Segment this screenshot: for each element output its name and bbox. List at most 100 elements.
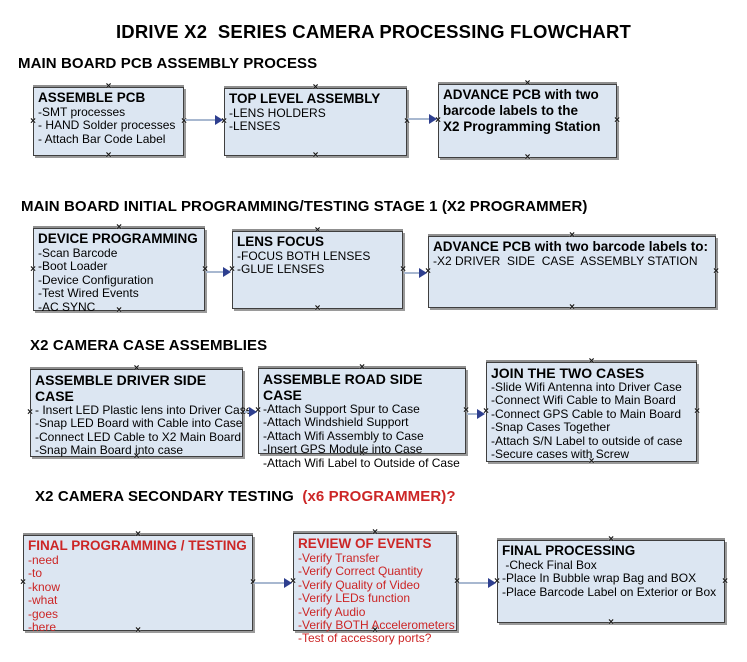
box-line: -Attach Wifi Assembly to Case — [263, 428, 424, 443]
flow-connector-arrow[interactable] — [244, 407, 257, 417]
flow-box-assemble-road-side-case[interactable]: ASSEMBLE ROAD SIDE CASE -Attach Support … — [255, 363, 469, 470]
box-line: -LENS HOLDERS — [229, 106, 326, 120]
connection-point-marker: × — [30, 263, 36, 275]
flow-box-assemble-driver-side-case[interactable]: ASSEMBLE DRIVER SIDE CASE - Insert LED P… — [27, 364, 253, 462]
flow-connector-arrow[interactable] — [185, 115, 223, 125]
box-lines: -need-to-know-what-goes-here — [28, 553, 248, 635]
section-heading-initial-programming: MAIN BOARD INITIAL PROGRAMMING/TESTING S… — [21, 198, 588, 215]
box-line: -GLUE LENSES — [237, 262, 325, 277]
connection-point-marker: × — [722, 575, 728, 587]
box-title: REVIEW OF EVENTS — [298, 536, 432, 551]
box-title: ADVANCE PCB with two barcode labels to t… — [443, 87, 601, 134]
flow-connector-arrow[interactable] — [254, 578, 292, 588]
flow-box-final-programming-testing[interactable]: FINAL PROGRAMMING / TESTING -need-to-kno… — [20, 530, 256, 636]
connection-point-marker: × — [569, 302, 575, 313]
box-title: DEVICE PROGRAMMING — [38, 231, 198, 246]
arrow-line — [254, 582, 286, 584]
box-line: -Snap Main Board into case — [35, 443, 184, 458]
connection-point-marker: × — [614, 115, 620, 126]
connection-point-marker: × — [27, 407, 33, 418]
connection-point-marker: × — [713, 266, 719, 277]
arrow-head-icon — [249, 407, 257, 417]
box-line: -Verify BOTH Accelerometers — [298, 618, 455, 633]
box-title: ASSEMBLE PCB — [38, 90, 146, 105]
connection-point-marker: × — [20, 577, 26, 588]
arrow-line — [185, 119, 217, 121]
box-line: -Test of accessory ports? — [298, 631, 432, 646]
box-title: LENS FOCUS — [237, 234, 325, 249]
arrow-head-icon — [223, 267, 231, 277]
flow-box-lens-focus[interactable]: LENS FOCUS -FOCUS BOTH LENSES-GLUE LENSE… — [229, 226, 406, 314]
box-line: - Attach Bar Code Label — [38, 131, 166, 146]
box-line: -Attach Support Spur to Case — [263, 402, 420, 416]
box-line: -Check Final Box — [502, 558, 597, 572]
flow-box-device-programming[interactable]: DEVICE PROGRAMMING -Scan Barcode-Boot Lo… — [30, 223, 208, 316]
flow-box-review-of-events[interactable]: REVIEW OF EVENTS -Verify Transfer-Verify… — [290, 528, 460, 646]
box-line: -Secure cases with Screw — [491, 447, 630, 462]
box-line: -here — [28, 620, 57, 635]
box-line: -Slide Wifi Antenna into Driver Case — [491, 380, 682, 394]
section-heading-secondary-testing-black: X2 CAMERA SECONDARY TESTING — [35, 488, 303, 505]
flow-box-join-the-two-cases[interactable]: JOIN THE TWO CASES -Slide Wifi Antenna i… — [483, 357, 700, 467]
arrow-line — [467, 413, 479, 415]
box-line: -Place In Bubble wrap Bag and BOX — [502, 571, 697, 586]
arrow-line — [408, 118, 431, 120]
box-lines: -FOCUS BOTH LENSES-GLUE LENSES — [237, 249, 398, 277]
box-title: TOP LEVEL ASSEMBLY — [229, 91, 381, 106]
box-line: -Verify Quality of Video — [298, 577, 420, 592]
box-lines: -X2 DRIVER SIDE CASE ASSEMBLY STATION — [433, 254, 711, 268]
connection-point-marker: × — [694, 406, 700, 417]
box-line: -Device Configuration — [38, 272, 154, 287]
flow-connector-arrow[interactable] — [459, 578, 496, 588]
box-line: -Verify Audio — [298, 604, 366, 619]
connection-point-marker: × — [314, 303, 321, 314]
flow-connector-arrow[interactable] — [404, 268, 427, 278]
arrow-head-icon — [488, 578, 496, 588]
flow-box-final-processing[interactable]: FINAL PROCESSING -Check Final Box-Place … — [494, 535, 728, 628]
flow-box-advance-pcb-driver-side[interactable]: ADVANCE PCB with two barcode labels to: … — [425, 231, 719, 313]
flow-connector-arrow[interactable] — [206, 267, 231, 277]
flow-box-assemble-pcb[interactable]: ASSEMBLE PCB -SMT processes- HAND Solder… — [30, 82, 187, 161]
box-title: JOIN THE TWO CASES — [491, 365, 645, 381]
box-line: -Test Wired Events — [38, 286, 139, 301]
box-line: -need — [28, 553, 59, 567]
box-line: -Attach Windshield Support — [263, 415, 409, 430]
box-lines: -Verify Transfer-Verify Correct Quantity… — [298, 551, 455, 646]
box-line: -Boot Loader — [38, 259, 108, 274]
arrow-head-icon — [429, 114, 437, 124]
section-heading-case-assemblies: X2 CAMERA CASE ASSEMBLIES — [30, 337, 268, 354]
page-title: IDRIVE X2 SERIES CAMERA PROCESSING FLOWC… — [115, 21, 632, 42]
box-title: ADVANCE PCB with two barcode labels to: — [433, 239, 709, 254]
flow-box-top-level-assembly[interactable]: TOP LEVEL ASSEMBLY -LENS HOLDERS-LENSES … — [221, 83, 410, 161]
flow-connector-arrow[interactable] — [467, 409, 485, 419]
connection-point-marker: × — [30, 115, 36, 127]
box-lines: -Attach Support Spur to Case-Attach Wind… — [263, 402, 461, 470]
box-line: -what — [28, 593, 58, 608]
box-line: - Insert LED Plastic lens into Driver Ca… — [35, 403, 253, 417]
connection-point-marker: × — [312, 150, 319, 161]
box-line: -Scan Barcode — [38, 246, 118, 260]
arrow-line — [404, 272, 421, 274]
flow-box-advance-pcb-programming-station[interactable]: ADVANCE PCB with two barcode labels to t… — [435, 79, 620, 163]
box-line: -to — [28, 566, 43, 581]
arrow-line — [206, 271, 225, 273]
box-lines: -Slide Wifi Antenna into Driver Case-Con… — [491, 380, 692, 462]
box-lines: -SMT processes- HAND Solder processes- A… — [38, 105, 179, 146]
arrow-head-icon — [215, 115, 223, 125]
arrow-head-icon — [284, 578, 292, 588]
box-line: -Verify Transfer — [298, 551, 380, 565]
box-line: -Snap LED Board with Cable into Case — [35, 416, 243, 431]
box-lines: -Check Final Box-Place In Bubble wrap Ba… — [502, 558, 720, 599]
box-line: -know — [28, 579, 61, 594]
section-heading-pcb-assembly: MAIN BOARD PCB ASSEMBLY PROCESS — [18, 55, 318, 72]
connection-point-marker: × — [105, 150, 112, 161]
arrow-line — [459, 582, 490, 584]
box-line: -SMT processes — [38, 105, 126, 119]
box-line: -goes — [28, 606, 59, 621]
box-line: -Connect Wifi Cable to Main Board — [491, 393, 676, 408]
box-line: -Insert GPS Module into Case — [263, 442, 423, 457]
connection-point-marker: × — [608, 617, 614, 628]
flow-connector-arrow[interactable] — [408, 114, 437, 124]
box-line: -Attach Wifi Label to Outside of Case — [263, 455, 460, 470]
arrow-head-icon — [477, 409, 485, 419]
